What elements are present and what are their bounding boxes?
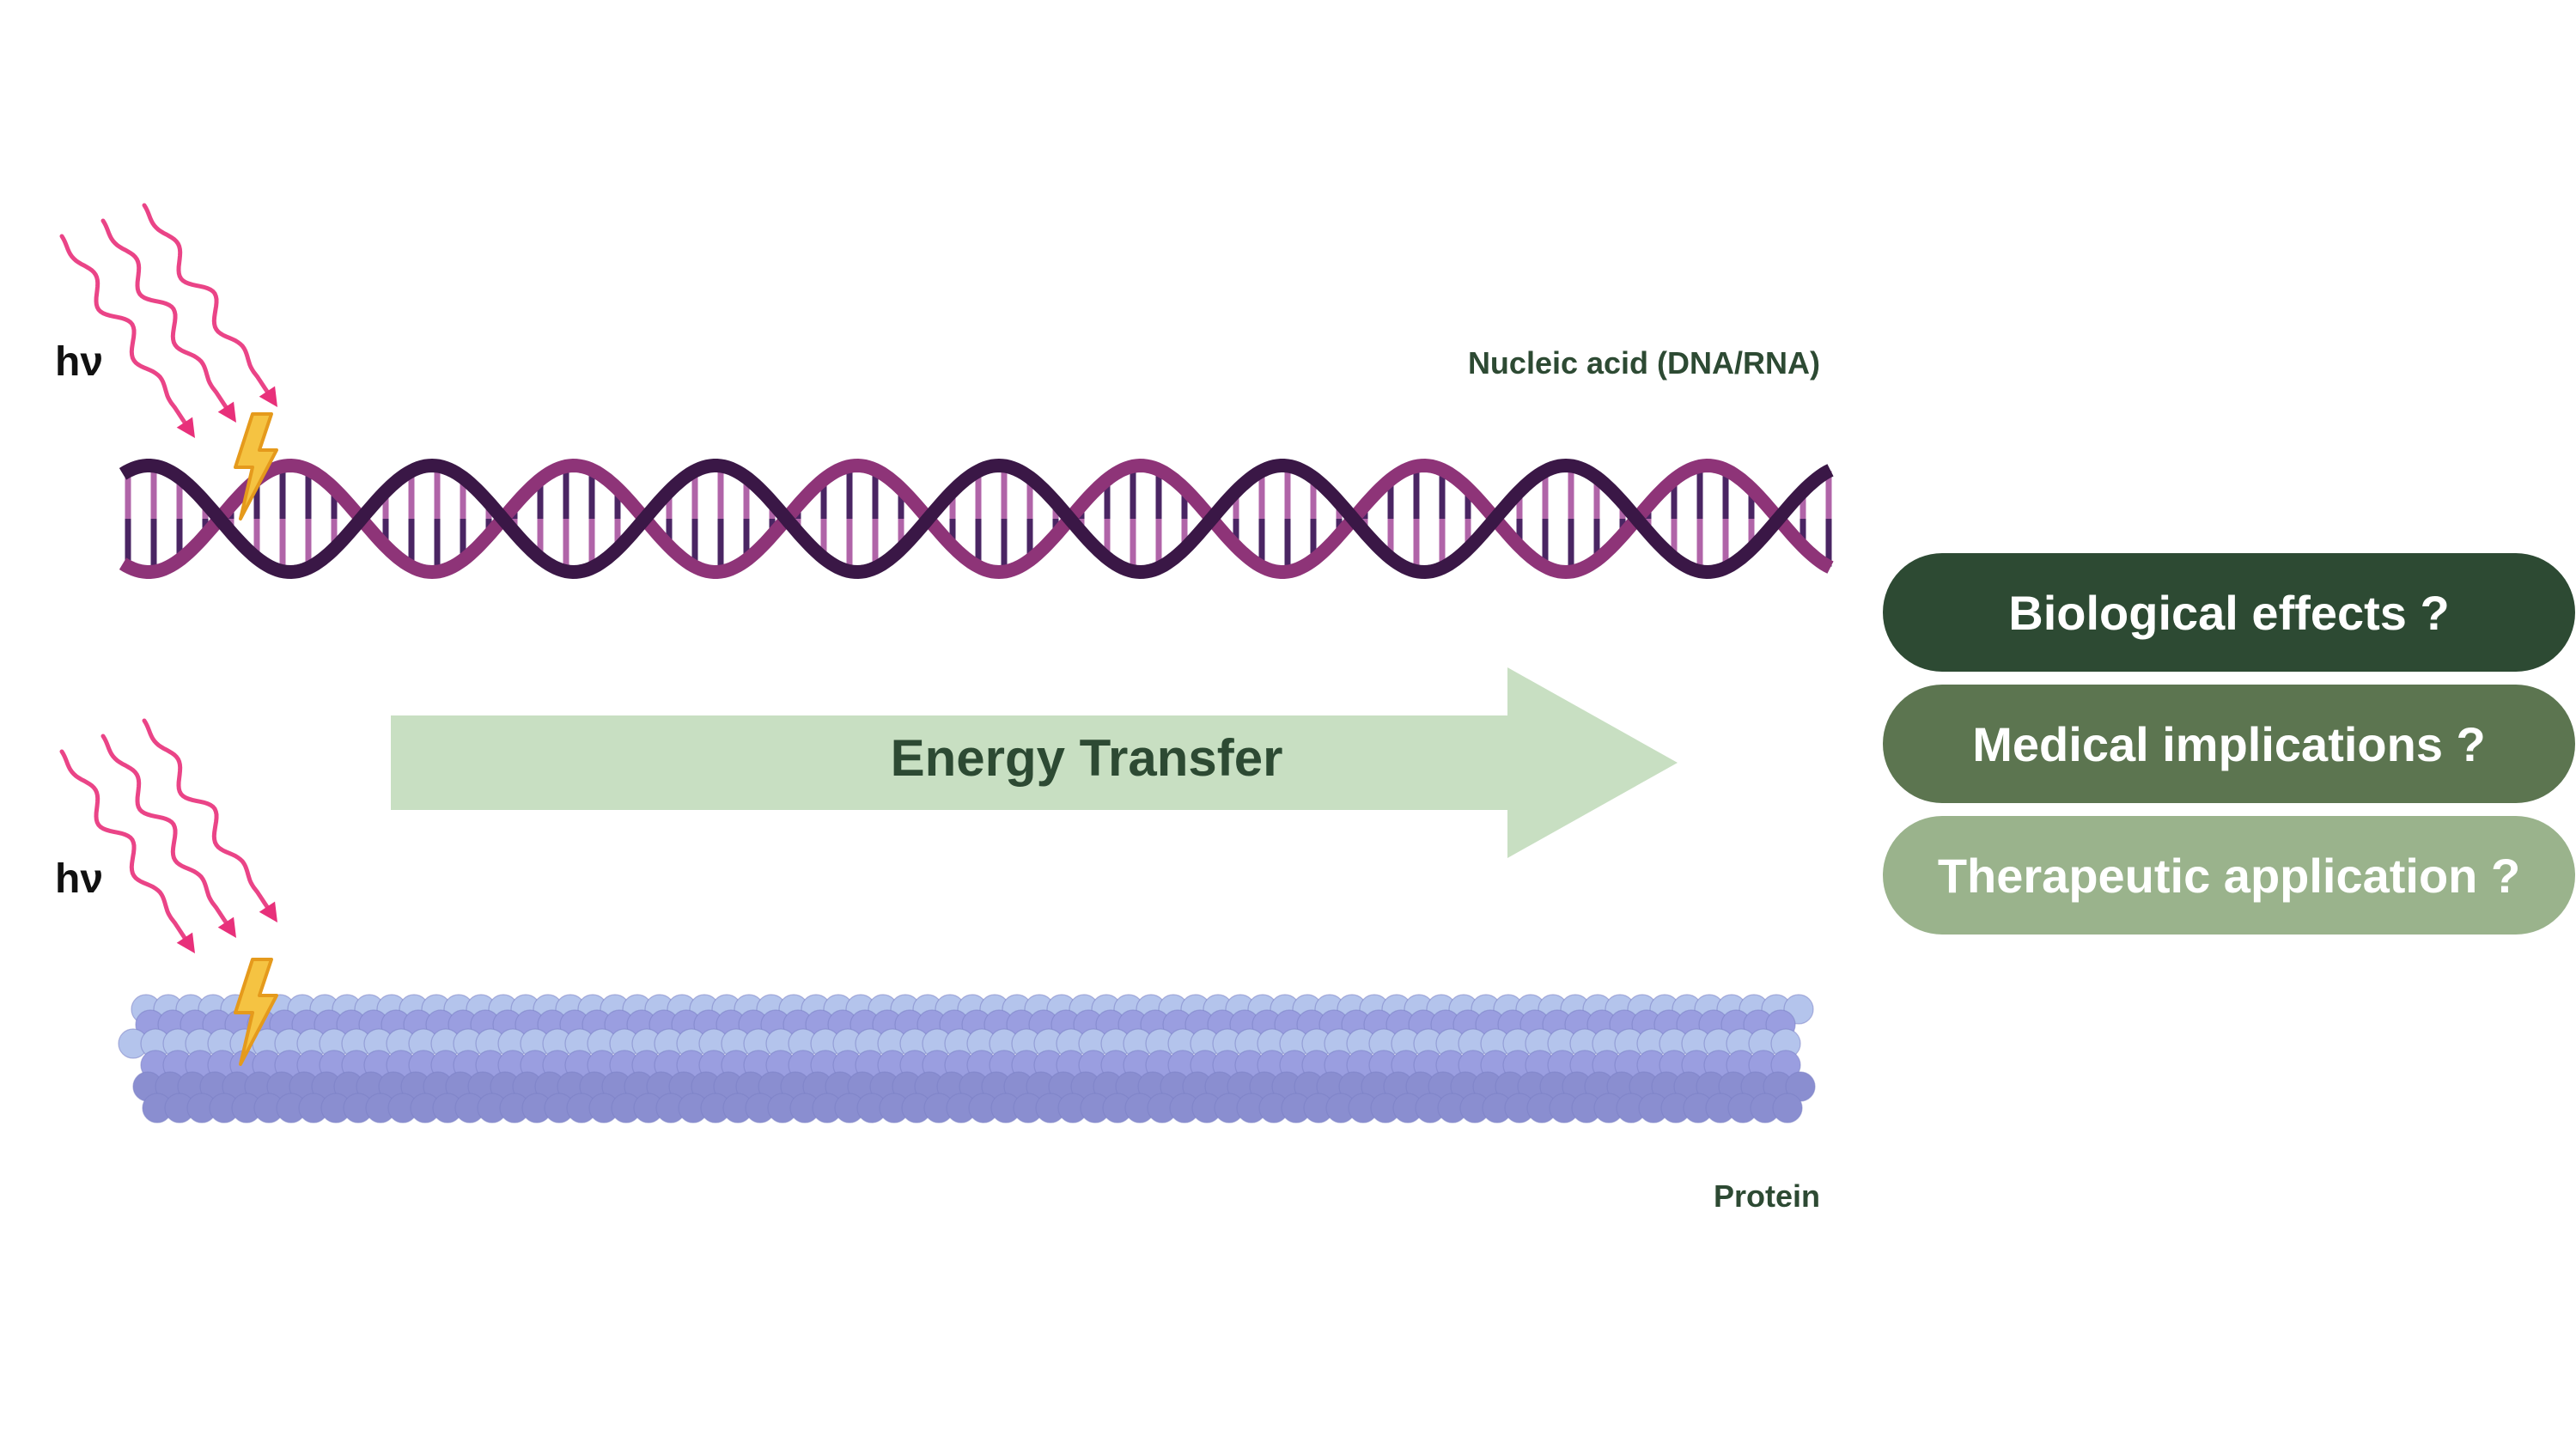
biological-effects-pill: Biological effects ? [1883,553,2575,672]
photon-arrowhead [176,932,195,953]
dna-helix-icon [119,458,1834,580]
dna-strand [119,458,1834,580]
lightning-bolt-bottom-icon [234,958,278,1066]
photon-arrowhead [217,401,236,423]
lightning-bolt-top-icon [234,412,278,521]
photon-wave [100,218,229,411]
dna-strand [119,458,1834,580]
dna-label: Nucleic acid (DNA/RNA) [1467,345,1820,381]
photon-wave [59,234,188,427]
photon-wave [59,749,188,941]
photon-label-bottom: hν [55,856,104,902]
photon-wave [142,718,271,910]
photon-waves-top-icon [59,203,277,438]
medical-implications-pill: Medical implications ? [1883,685,2575,803]
photon-arrowhead [176,417,195,438]
photon-label-top: hν [55,339,104,385]
protein-label: Protein [1713,1178,1820,1214]
photon-arrowhead [259,386,277,407]
photon-wave [142,203,271,396]
photon-waves-bottom-icon [59,718,277,953]
therapeutic-application-pill: Therapeutic application ? [1883,816,2575,935]
photon-arrowhead [217,916,236,938]
protein-subunit [1772,1093,1803,1123]
protein-filament-icon [118,994,1816,1123]
photon-wave [100,734,229,926]
energy-transfer-label: Energy Transfer [890,729,1283,787]
energy-transfer-arrow [391,667,1678,858]
photon-arrowhead [259,901,277,922]
